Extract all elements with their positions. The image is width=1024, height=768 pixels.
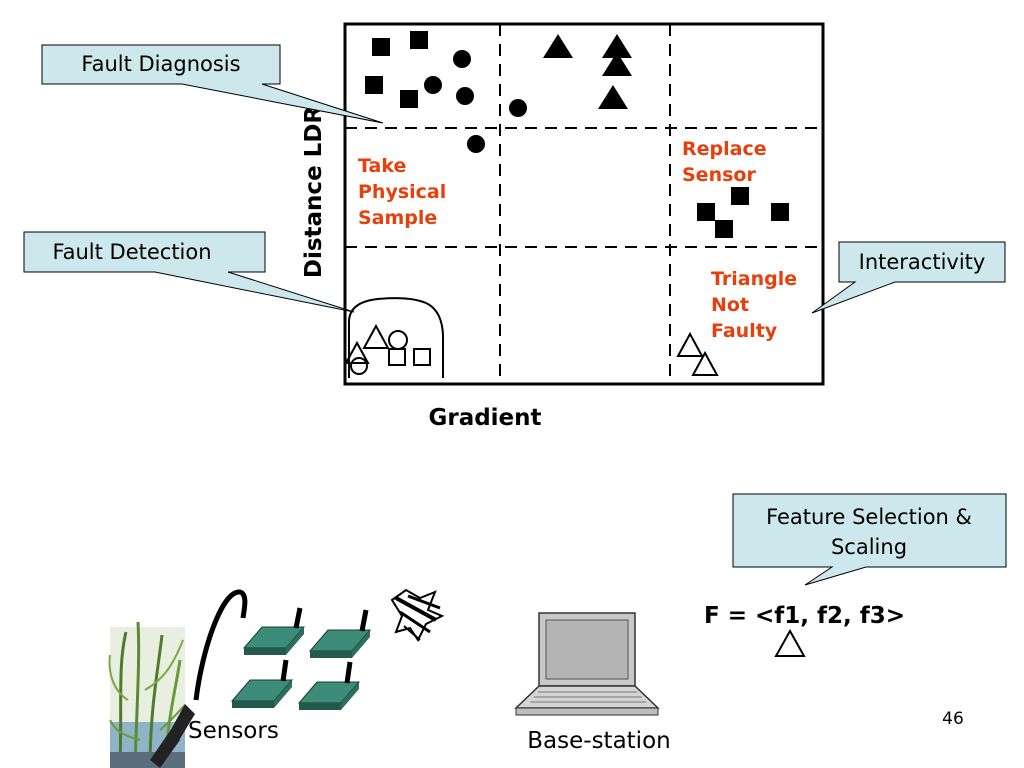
- circle-marker: [424, 76, 442, 94]
- hollow-square-marker: [413, 348, 431, 366]
- page-number: 46: [942, 709, 964, 729]
- square-marker: [372, 38, 390, 56]
- callout-label-line: Scaling: [831, 535, 907, 559]
- hollow-triangle-marker: [344, 340, 370, 364]
- feature-space-plot: Take Physical Sample Replace Sensor Tria…: [301, 22, 825, 431]
- hollow-triangle-marker: [362, 323, 390, 349]
- hollow-triangle-marker: [774, 628, 806, 657]
- cell-label-replace-sensor: Replace Sensor: [682, 138, 767, 186]
- hollow-triangle-marker: [691, 350, 719, 376]
- base-station-label: Base-station: [527, 728, 670, 754]
- triangle-marker: [543, 34, 573, 58]
- callout-label-line: Feature Selection &: [766, 505, 972, 529]
- square-marker: [365, 76, 383, 94]
- callout-feature-selection: Feature Selection & Scaling: [732, 493, 1007, 586]
- cell-label-line: Triangle: [711, 268, 797, 290]
- sensor-node: [230, 659, 294, 708]
- plot-frame: [343, 22, 825, 386]
- cell-label-line: Take: [358, 155, 406, 177]
- sensors-label: Sensors: [188, 718, 279, 744]
- cell-label-take-sample: Take Physical Sample: [358, 155, 446, 229]
- square-marker: [771, 203, 789, 221]
- cell-label-line: Physical: [358, 181, 446, 203]
- cluster-bottom-left: [344, 297, 444, 378]
- sensor-probe: [150, 589, 248, 768]
- cluster-top-middle: [543, 34, 632, 109]
- cluster-top-left: [365, 31, 527, 153]
- callout-fault-diagnosis: Fault Diagnosis: [41, 44, 384, 124]
- x-axis-label: Gradient: [428, 405, 541, 431]
- callout-fault-detection: Fault Detection: [23, 231, 355, 313]
- cell-label-line: Sensor: [682, 164, 756, 186]
- hollow-circle-marker: [350, 357, 368, 375]
- callout-label: Fault Detection: [52, 240, 211, 264]
- square-marker: [715, 220, 733, 238]
- hollow-square-marker: [388, 348, 406, 366]
- circle-marker: [453, 50, 471, 68]
- y-axis-label: Distance LDR: [301, 106, 327, 279]
- callout-interactivity: Interactivity: [811, 241, 1006, 314]
- sensor-nodes: [230, 607, 372, 710]
- cell-label-line: Faulty: [711, 320, 778, 342]
- square-marker: [731, 187, 749, 205]
- feature-vector-formula: F = <f1, f2, f3>: [704, 603, 905, 629]
- sensor-node: [242, 607, 306, 655]
- callout-label: Interactivity: [859, 250, 986, 274]
- circle-marker: [509, 99, 527, 117]
- triangle-marker: [602, 34, 632, 58]
- cell-label-triangle-not-faulty: Triangle Not Faulty: [711, 268, 797, 342]
- sensor-node: [308, 609, 372, 658]
- cluster-bottom-right: [676, 331, 719, 376]
- square-marker: [400, 90, 418, 108]
- triangle-marker: [598, 85, 628, 109]
- cell-label-line: Not: [711, 294, 749, 316]
- callout-label: Fault Diagnosis: [81, 52, 240, 76]
- cluster-middle-right: [697, 187, 789, 238]
- hollow-circle-marker: [388, 330, 408, 350]
- square-marker: [410, 31, 428, 49]
- hollow-triangle-marker: [676, 331, 704, 357]
- cell-label-line: Replace: [682, 138, 767, 160]
- circle-marker: [456, 87, 474, 105]
- laptop-icon: [514, 612, 660, 716]
- cell-label-line: Sample: [358, 207, 437, 229]
- triangle-marker: [602, 52, 632, 76]
- circle-marker: [467, 135, 485, 153]
- wireless-signal-icon: [390, 588, 445, 642]
- square-marker: [697, 203, 715, 221]
- sensor-node: [297, 661, 361, 710]
- detection-boundary: [348, 297, 444, 378]
